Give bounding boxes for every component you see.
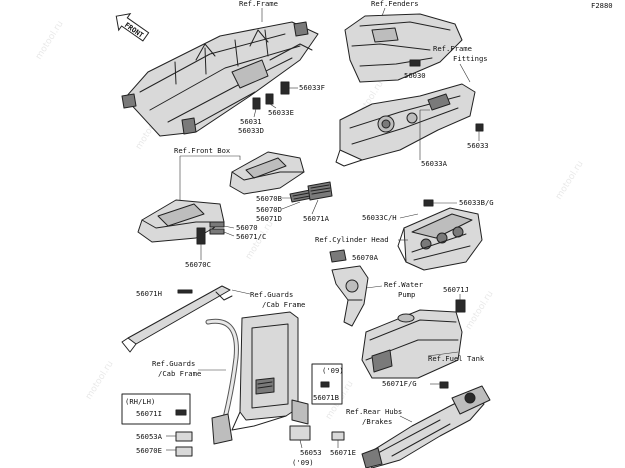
sticker-56070e xyxy=(175,446,193,457)
water-pump-bracket-drawing xyxy=(331,265,369,327)
sticker-56071e xyxy=(331,431,345,441)
leader-line xyxy=(180,155,241,160)
label-ref-water-pump-1: Ref.Water xyxy=(384,280,424,289)
label-ref-cylinder-head: Ref.Cylinder Head xyxy=(315,235,389,244)
sticker-56031 xyxy=(252,97,261,110)
year-09-box-top xyxy=(311,363,343,405)
sticker-56030 xyxy=(409,59,421,67)
cab-frame-tube-drawing xyxy=(205,318,239,445)
front-direction-badge: FRONT xyxy=(115,13,150,42)
cylinder-head-drawing xyxy=(397,207,483,271)
side-rail-drawing xyxy=(121,285,233,353)
leader-line xyxy=(269,103,277,109)
label-56070: 56070 xyxy=(236,223,258,232)
watermark-text: motool.ru xyxy=(34,19,66,61)
label-rhlh: (RH/LH) xyxy=(125,397,155,406)
sticker-56071fg xyxy=(439,381,449,389)
label-56053a: 56053A xyxy=(136,432,163,441)
leader-line xyxy=(399,415,413,423)
leader-line xyxy=(419,109,430,160)
leader-line xyxy=(459,63,471,83)
label-ref-guards-cab-2: /Cab Frame xyxy=(262,300,305,309)
label-56070e: 56070E xyxy=(136,446,162,455)
rear-guard-panel-drawing xyxy=(231,311,309,431)
sticker-56033bg xyxy=(423,199,434,207)
watermark-text: motool.ru xyxy=(464,289,496,331)
label-ref-fenders: Ref.Fenders xyxy=(371,0,419,8)
label-56071j: 56071J xyxy=(443,285,469,294)
leader-line xyxy=(381,7,386,17)
label-56071fg: 56071F/G xyxy=(382,379,417,388)
watermark-text: motool.ru xyxy=(84,359,116,401)
label-56033bg: 56033B/G xyxy=(459,198,494,207)
sticker-56070c xyxy=(196,227,206,245)
fuel-tank-drawing xyxy=(361,309,463,379)
sticker-56033 xyxy=(475,123,484,132)
label-56030: 56030 xyxy=(404,71,426,80)
leader-line xyxy=(427,351,459,357)
label-56070c: 56070C xyxy=(185,260,211,269)
label-56070d: 56070D xyxy=(256,205,282,214)
label-ref-guards-cab-1: Ref.Guards xyxy=(250,290,293,299)
label-ref-frame: Ref.Frame xyxy=(239,0,278,8)
label-56071c: 56071/C xyxy=(236,232,266,241)
label-56033d: 56033D xyxy=(238,126,264,135)
front-box-upper-drawing xyxy=(229,151,305,195)
label-year-09-a: ('09) xyxy=(322,366,344,375)
leader-line xyxy=(223,225,235,237)
sticker-56053 xyxy=(289,425,311,441)
label-56070a: 56070A xyxy=(352,253,379,262)
label-56033ch: 56033C/H xyxy=(362,213,397,222)
label-ref-rear-hubs-1: Ref.Rear Hubs xyxy=(346,407,402,416)
watermark-text: motool.ru xyxy=(554,159,586,201)
diagram-code: F2880 xyxy=(591,1,613,10)
label-ref-water-pump-2: Pump xyxy=(398,290,415,299)
sticker-56070a xyxy=(329,249,347,263)
frame-drawing xyxy=(121,21,319,137)
label-ref-front-box: Ref.Front Box xyxy=(174,146,231,155)
leader-line xyxy=(231,289,251,295)
front-box-lower-drawing xyxy=(137,199,225,243)
leader-line xyxy=(399,202,457,219)
label-56071e: 56071E xyxy=(330,448,356,457)
rear-axle-drawing xyxy=(361,385,491,468)
leader-line xyxy=(281,197,319,215)
sticker-56033f xyxy=(280,81,290,95)
fender-drawing xyxy=(344,13,463,83)
label-ref-rear-hubs-2: /Brakes xyxy=(362,417,392,426)
label-ref-frame-fittings-1: Ref.Frame xyxy=(433,44,472,53)
sticker-56053a xyxy=(175,431,193,442)
label-56071h: 56071H xyxy=(136,289,162,298)
label-56070b: 56070B xyxy=(256,194,282,203)
label-56031: 56031 xyxy=(240,117,262,126)
sticker-56071a xyxy=(307,181,333,201)
label-56071b: 56071B xyxy=(313,393,339,402)
sticker-56071h xyxy=(177,289,193,294)
sticker-56033e xyxy=(265,93,274,105)
label-56033e: 56033E xyxy=(268,108,294,117)
dash-panel-drawing xyxy=(335,83,476,167)
rhlh-box xyxy=(121,393,191,425)
label-56033: 56033 xyxy=(467,141,489,150)
label-ref-guards-cab2-1: Ref.Guards xyxy=(152,359,195,368)
label-56071a: 56071A xyxy=(303,214,330,223)
label-year-09-b: ('09) xyxy=(292,458,314,467)
label-56053: 56053 xyxy=(300,448,322,457)
sticker-56070 xyxy=(209,221,225,235)
label-ref-frame-fittings-2: Fittings xyxy=(453,54,488,63)
label-56071d: 56071D xyxy=(256,214,282,223)
label-56033a: 56033A xyxy=(421,159,448,168)
leader-line xyxy=(299,439,303,449)
sticker-56071j xyxy=(455,299,466,313)
label-56071i: 56071I xyxy=(136,409,162,418)
leader-line xyxy=(253,108,257,118)
label-56033f: 56033F xyxy=(299,83,325,92)
label-ref-guards-cab2-2: /Cab Frame xyxy=(158,369,201,378)
leader-line xyxy=(365,285,383,289)
label-ref-fuel-tank: Ref.Fuel Tank xyxy=(428,354,485,363)
